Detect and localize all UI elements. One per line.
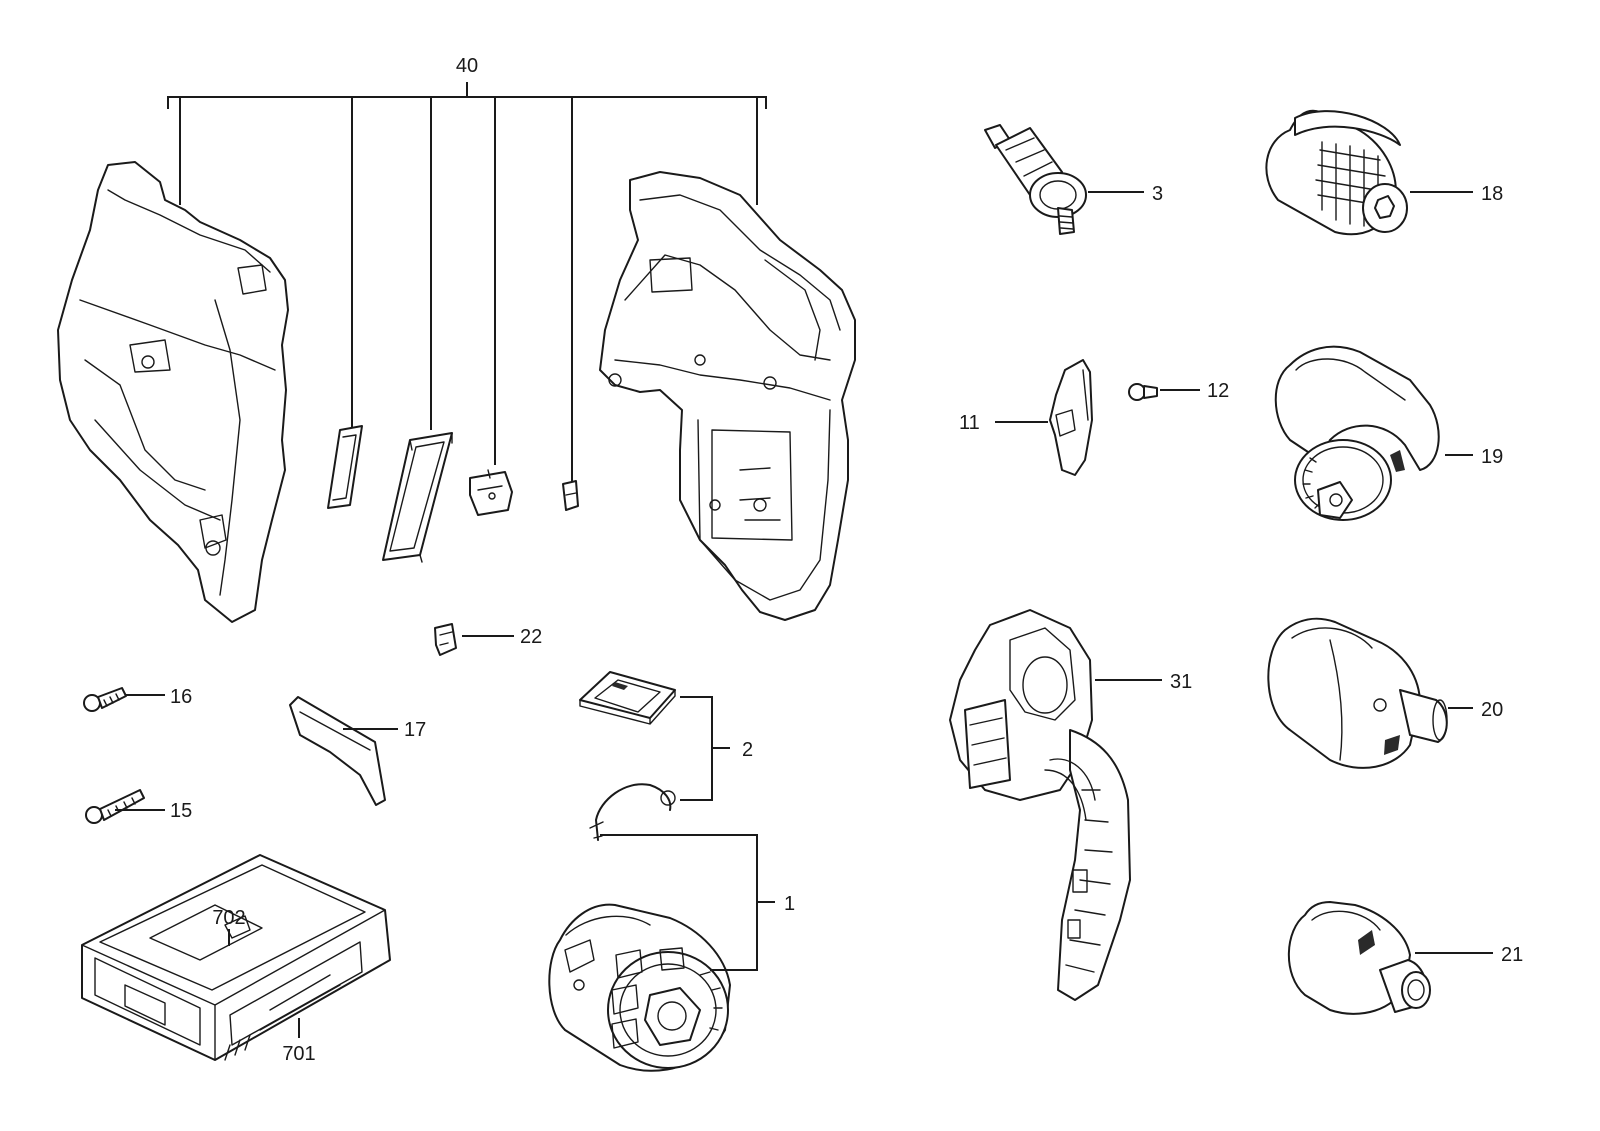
label-22: 22 [520,626,542,648]
label-21: 21 [1501,944,1523,966]
label-701: 701 [282,1043,315,1065]
offset-attachment [1267,617,1448,769]
label-16: 16 [170,686,192,708]
label-18: 18 [1481,183,1503,205]
electronics-assembly [949,609,1131,1001]
small-bracket [469,469,513,516]
right-angle-attachment [1274,345,1440,521]
screw-12 [1128,383,1158,401]
label-31: 31 [1170,671,1192,693]
screw-16 [83,687,127,712]
chuck-attachment [1265,109,1408,236]
bracket-40 [167,82,767,482]
carrying-case [81,854,391,1061]
screw-15 [85,789,145,824]
label-strip [289,696,386,806]
label-2: 2 [742,739,753,761]
label-11: 11 [959,412,980,434]
label-15: 15 [170,800,192,822]
socket-attachment [1287,901,1431,1015]
right-housing-half [599,171,856,621]
trigger [1049,359,1093,476]
gearbox-assembly [548,903,731,1072]
label-702: 702 [212,907,245,929]
left-housing-half [57,161,289,623]
cover-strip [327,425,363,509]
label-20: 20 [1481,699,1503,721]
motor-rotor [984,124,1087,235]
label-1: 1 [784,893,795,915]
switch-cover [579,671,676,725]
small-clip [562,480,579,511]
ribbed-cover [382,432,453,563]
label-12: 12 [1207,380,1229,402]
label-17: 17 [404,719,426,741]
label-3: 3 [1152,183,1163,205]
label-19: 19 [1481,446,1503,468]
wire-spring [589,783,676,841]
label-40: 40 [456,55,478,77]
clip-22 [434,623,457,656]
